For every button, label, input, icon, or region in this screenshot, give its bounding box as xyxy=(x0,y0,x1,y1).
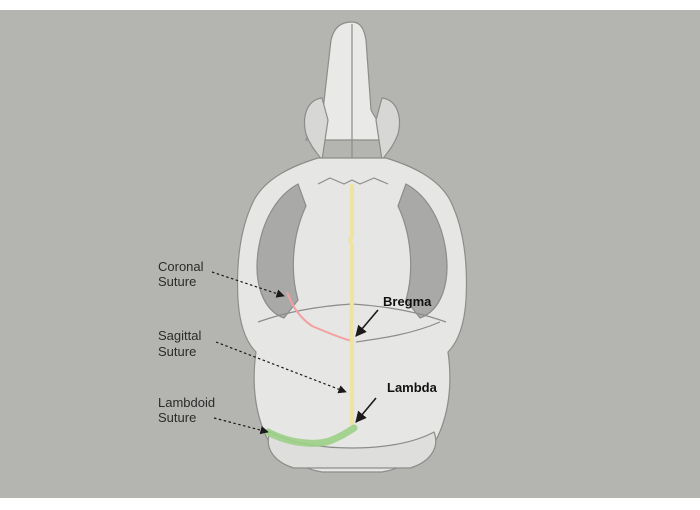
coronal-suture xyxy=(286,291,353,342)
right-temporal-line xyxy=(355,321,441,343)
right-zygomatic-window xyxy=(397,183,448,319)
left-zygomatic-window xyxy=(256,183,307,319)
bregma-arrow xyxy=(355,309,379,337)
sagittal-suture xyxy=(347,184,354,425)
lambdoid-label: Lambdoid Suture xyxy=(158,395,219,425)
coronal-label: Coronal Suture xyxy=(158,259,207,289)
lambdoid-pointer xyxy=(213,417,269,435)
lambda-label: Lambda xyxy=(387,380,438,395)
bregma-label: Bregma xyxy=(383,294,432,309)
sagittal-label: Sagittal Suture xyxy=(158,328,205,359)
frontal-boundary xyxy=(317,177,389,185)
interparietal-bone xyxy=(267,431,437,469)
sagittal-pointer xyxy=(215,341,347,394)
lambdoid-suture xyxy=(264,424,358,447)
lambda-arrow xyxy=(355,397,377,423)
